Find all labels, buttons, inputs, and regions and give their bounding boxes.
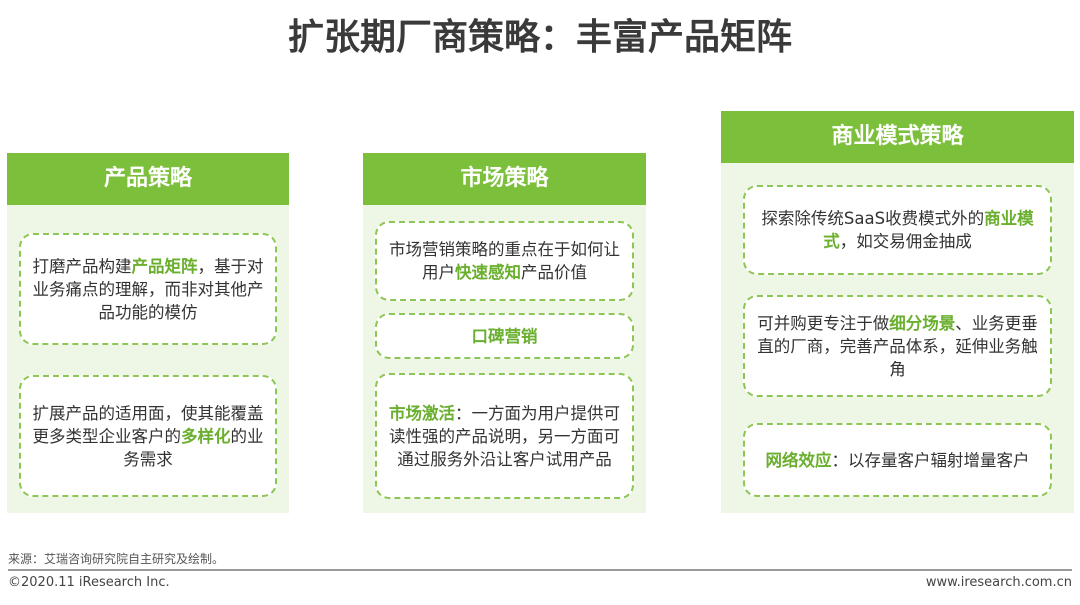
card-text: ，如交易佣金抽成 — [839, 232, 972, 251]
card-highlight: 产品矩阵 — [131, 256, 198, 276]
page-title: 扩张期厂商策略：丰富产品矩阵 — [287, 17, 792, 58]
card-text: 扩展产品的适用面，使其能覆盖更多类型企业客户的 — [32, 403, 264, 446]
card-text: ：一方面为用户提供可读性强的产品说明，另一方面可通过服务外沿让客户试用产品 — [389, 403, 620, 469]
card-highlight: 细分场景 — [889, 313, 956, 333]
column-header: 商业模式策略 — [721, 111, 1074, 163]
footer-divider — [8, 569, 1072, 571]
strategy-card: 可并购更专注于做细分场景、业务更垂直的厂商，完善产品体系，延伸业务触角 — [743, 295, 1052, 397]
product-strategy-column: 产品策略 打磨产品构建产品矩阵，基于对业务痛点的理解，而非对其他产品功能的模仿 … — [7, 153, 289, 513]
card-highlight: 网络效应 — [765, 450, 832, 470]
strategy-card: 市场激活：一方面为用户提供可读性强的产品说明，另一方面可通过服务外沿让客户试用产… — [375, 373, 634, 499]
card-text: 市场营销策略的重点在于如何让用户 — [389, 240, 620, 282]
card-text: 、业务更垂直的厂商，完善产品体系，延伸业务触角 — [757, 313, 1038, 379]
strategy-card: 口碑营销 — [375, 313, 634, 359]
strategy-card: 扩展产品的适用面，使其能覆盖更多类型企业客户的多样化的业务需求 — [19, 375, 277, 497]
column-header: 产品策略 — [7, 153, 289, 205]
copyright-text: ©2020.11 iResearch Inc. — [8, 575, 170, 590]
source-note: 来源：艾瑞咨询研究院自主研究及绘制。 — [8, 552, 225, 566]
card-highlight: 快速感知 — [455, 263, 521, 282]
card-text: 探索除传统SaaS收费模式外的 — [761, 209, 985, 228]
strategy-card: 打磨产品构建产品矩阵，基于对业务痛点的理解，而非对其他产品功能的模仿 — [19, 233, 277, 345]
card-highlight: 市场激活 — [389, 403, 455, 423]
strategy-card: 市场营销策略的重点在于如何让用户快速感知产品价值 — [375, 221, 634, 301]
card-text: 产品价值 — [521, 263, 587, 282]
card-text: ，基于对业务痛点的理解，而非对其他产品功能的模仿 — [32, 256, 264, 322]
card-highlight: 口碑营销 — [471, 326, 538, 346]
website-url: www.iresearch.com.cn — [925, 575, 1072, 590]
card-text: 打磨产品构建 — [32, 256, 132, 276]
column-header: 市场策略 — [363, 153, 646, 205]
card-text: 可并购更专注于做 — [757, 313, 890, 333]
card-text: ：以存量客户辐射增量客户 — [831, 450, 1030, 470]
business-model-strategy-column: 商业模式策略 探索除传统SaaS收费模式外的商业模式，如交易佣金抽成 可并购更专… — [721, 111, 1074, 513]
strategy-card: 探索除传统SaaS收费模式外的商业模式，如交易佣金抽成 — [743, 185, 1052, 275]
card-highlight: 商业模式 — [823, 209, 1034, 251]
market-strategy-column: 市场策略 市场营销策略的重点在于如何让用户快速感知产品价值 口碑营销 市场激活：… — [363, 153, 646, 513]
card-highlight: 多样化 — [181, 426, 231, 446]
card-text: 的业务需求 — [123, 426, 264, 469]
strategy-card: 网络效应：以存量客户辐射增量客户 — [743, 423, 1052, 497]
